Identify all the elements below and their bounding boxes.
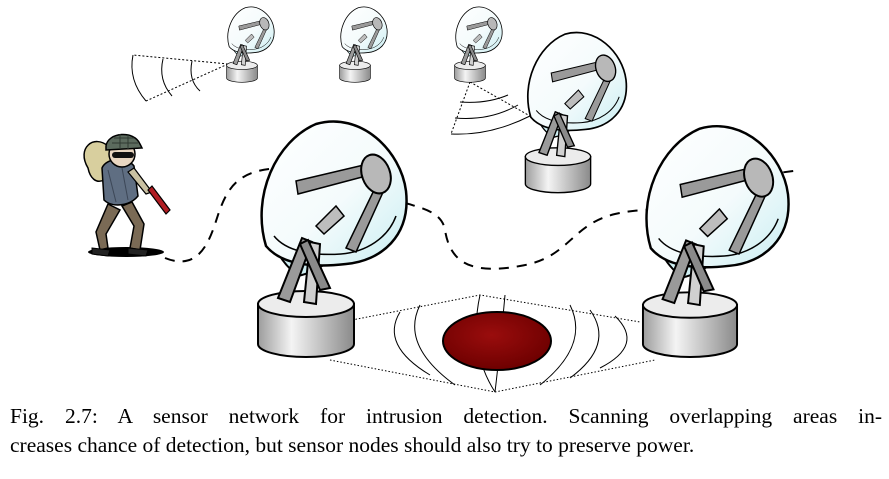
sensor-dish-small-2 [339, 6, 388, 83]
sensor-dish-large-right [641, 124, 790, 359]
caption-line-1: Fig. 2.7: A sensor network for intrusion… [10, 404, 882, 428]
scan-area-small-dish-1 [131, 54, 229, 102]
sensor-dish-medium [524, 31, 628, 194]
caption-line-2: creases chance of detection, but sensor … [10, 433, 695, 457]
scan-area-small-dish-3 [450, 81, 531, 135]
sensor-dish-small-1 [226, 6, 275, 83]
figure-caption: Fig. 2.7: A sensor network for intrusion… [10, 402, 882, 460]
sensor-dish-large-left [256, 120, 408, 359]
sensor-dish-small-3 [454, 6, 503, 83]
burglar-icon [83, 133, 171, 258]
detection-area [442, 311, 552, 371]
scan-area-overlap [329, 294, 656, 393]
sensor-network-diagram [83, 6, 801, 393]
